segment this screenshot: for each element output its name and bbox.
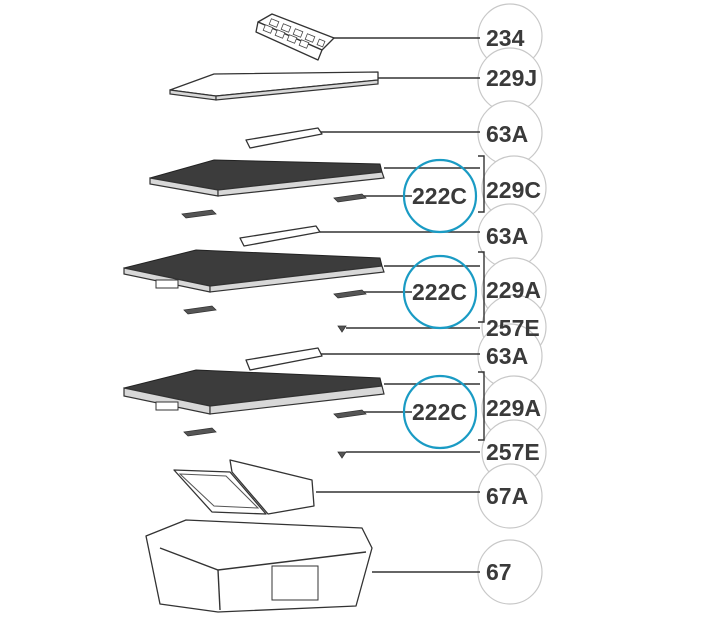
part-229C-slides xyxy=(181,193,367,219)
label-229A-1: 229A xyxy=(486,277,541,303)
part-67-crisper-bin xyxy=(145,519,373,613)
support-63A-2 xyxy=(239,225,321,247)
part-labels: 234 229J 63A 229C 63A 229A 257E 63A 229A… xyxy=(412,25,541,585)
label-63A-1: 63A xyxy=(486,121,528,147)
support-63A-3 xyxy=(245,347,323,371)
shelf-229A-1-front xyxy=(209,265,385,293)
part-229J-shelf xyxy=(169,71,379,101)
bracket-229A-1 xyxy=(478,251,485,323)
label-229A-2: 229A xyxy=(486,395,541,421)
label-257E-1: 257E xyxy=(486,315,540,341)
label-234: 234 xyxy=(486,25,525,51)
part-229C-shelf xyxy=(149,159,385,197)
label-63A-3: 63A xyxy=(486,343,528,369)
part-229A-2-slides xyxy=(183,409,367,459)
part-229A-1-slides xyxy=(183,289,367,333)
shelf-229C-front xyxy=(217,171,385,197)
label-222C-1: 222C xyxy=(412,183,467,209)
bin-outline xyxy=(145,519,373,613)
bracket-229C xyxy=(478,155,485,213)
label-bubbles xyxy=(477,3,547,605)
label-67: 67 xyxy=(486,559,512,585)
label-257E-2: 257E xyxy=(486,439,540,465)
part-63A-support-3 xyxy=(245,347,323,371)
part-229A-shelf-1 xyxy=(123,249,385,293)
highlight-ring-222C-2 xyxy=(402,254,478,330)
highlight-ring-222C-1 xyxy=(402,158,478,234)
label-67A: 67A xyxy=(486,483,528,509)
bubble-67A xyxy=(477,463,543,529)
highlight-rings xyxy=(402,158,478,450)
part-63A-support-1 xyxy=(245,127,323,149)
label-229C: 229C xyxy=(486,177,541,203)
shelf-229J-front xyxy=(215,79,379,101)
highlight-ring-222C-3 xyxy=(402,374,478,450)
label-222C-2: 222C xyxy=(412,279,467,305)
bracket-229A-2 xyxy=(478,371,485,441)
label-229J: 229J xyxy=(486,65,537,91)
drawer-front-right xyxy=(229,459,315,515)
label-222C-3: 222C xyxy=(412,399,467,425)
part-63A-support-2 xyxy=(239,225,321,247)
support-63A-1 xyxy=(245,127,323,149)
label-63A-2: 63A xyxy=(486,223,528,249)
part-67A-drawer-fronts xyxy=(173,459,315,515)
part-234-ice-tray xyxy=(255,13,335,61)
shelf-229A-2-front xyxy=(209,385,385,415)
part-229A-shelf-2 xyxy=(123,369,385,415)
leader-lines xyxy=(316,37,480,573)
group-brackets xyxy=(478,155,485,441)
